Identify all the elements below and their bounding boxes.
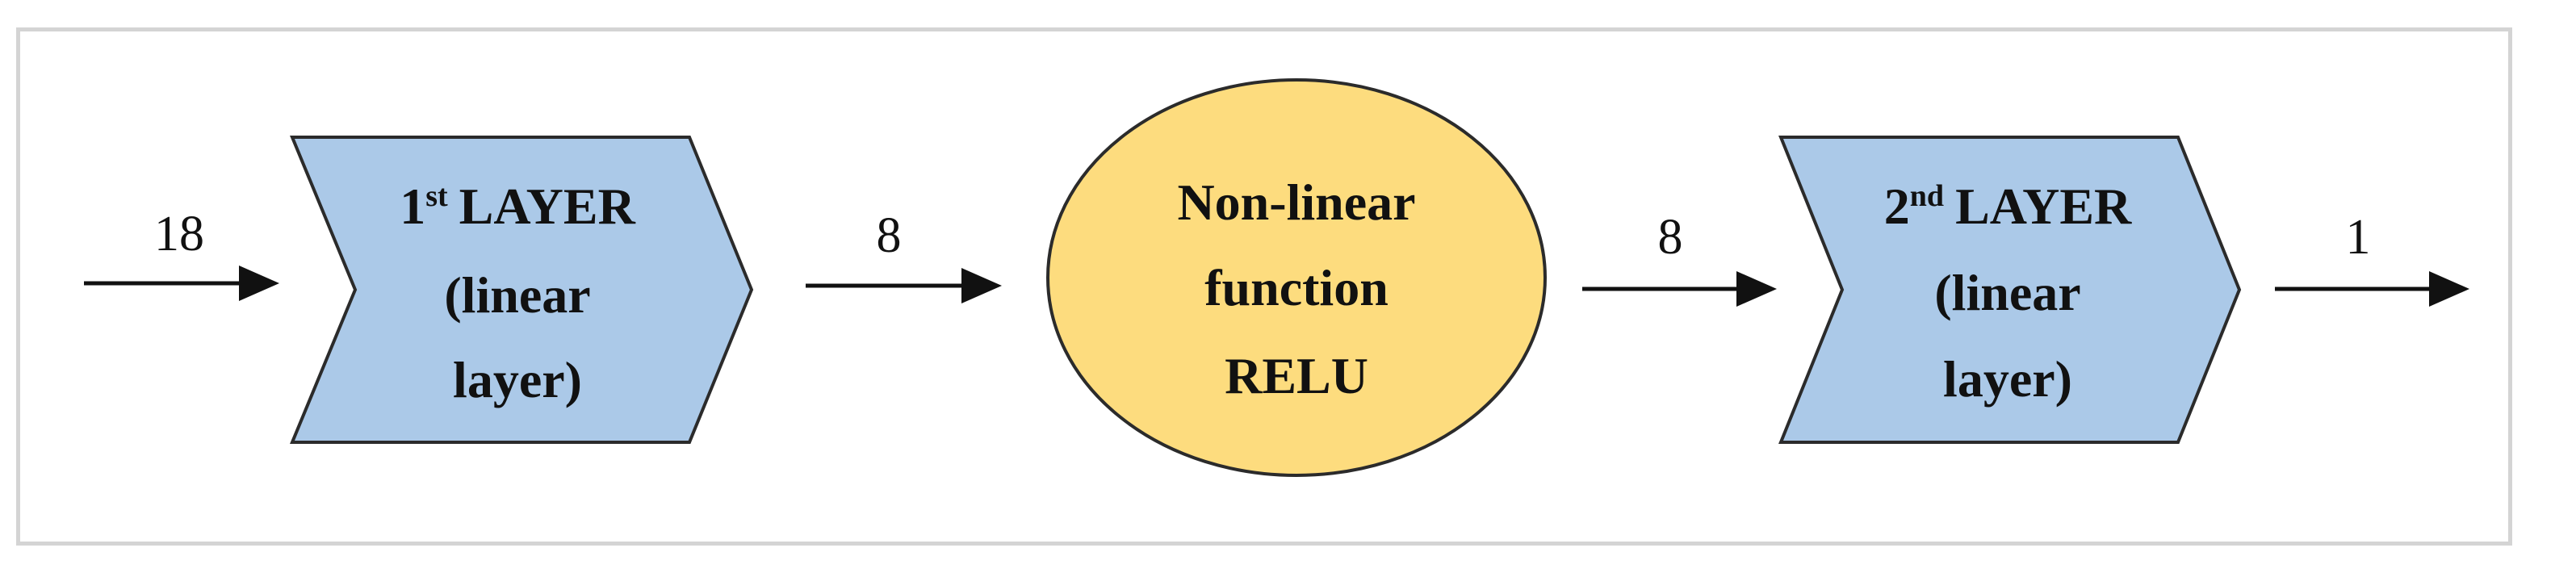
- hidden-2-arrowhead: [1736, 271, 1777, 307]
- first-layer-shape: [290, 136, 754, 444]
- first-layer-line2: (linear: [444, 266, 590, 324]
- relu-line1: Non-linear: [1177, 174, 1415, 231]
- hidden-2-arrow: [1582, 271, 1777, 307]
- first-layer-suffix: st: [425, 179, 448, 213]
- output-edge-label: 1: [2346, 210, 2371, 265]
- second-layer-line3: layer): [1943, 350, 2072, 408]
- first-layer-line3: layer): [453, 351, 582, 408]
- second-layer-line2: (linear: [1934, 264, 2080, 321]
- hidden-1-edge-label: 8: [877, 208, 902, 263]
- output-arrowhead: [2429, 271, 2469, 307]
- second-layer-suffix: nd: [1910, 179, 1944, 213]
- hidden-1-arrow: [806, 268, 1002, 303]
- input-arrow: [84, 266, 279, 301]
- relu-line2: function: [1204, 259, 1389, 316]
- relu-node-shape: [1046, 78, 1547, 477]
- relu-line3: RELU: [1225, 347, 1368, 404]
- output-arrow: [2275, 271, 2469, 307]
- hidden-2-edge-label: 8: [1658, 210, 1683, 265]
- first-layer-word: LAYER: [459, 178, 636, 235]
- first-layer-title: 1st LAYER: [400, 178, 635, 235]
- second-layer-title: 2nd LAYER: [1884, 178, 2132, 235]
- second-layer-shape: [1778, 136, 2242, 444]
- first-layer-number: 1: [400, 178, 425, 235]
- second-layer-number: 2: [1884, 178, 1910, 235]
- hidden-1-arrowhead: [961, 268, 1002, 303]
- input-edge-label: 18: [154, 207, 204, 261]
- input-arrowhead: [239, 266, 279, 301]
- second-layer-word: LAYER: [1955, 178, 2132, 235]
